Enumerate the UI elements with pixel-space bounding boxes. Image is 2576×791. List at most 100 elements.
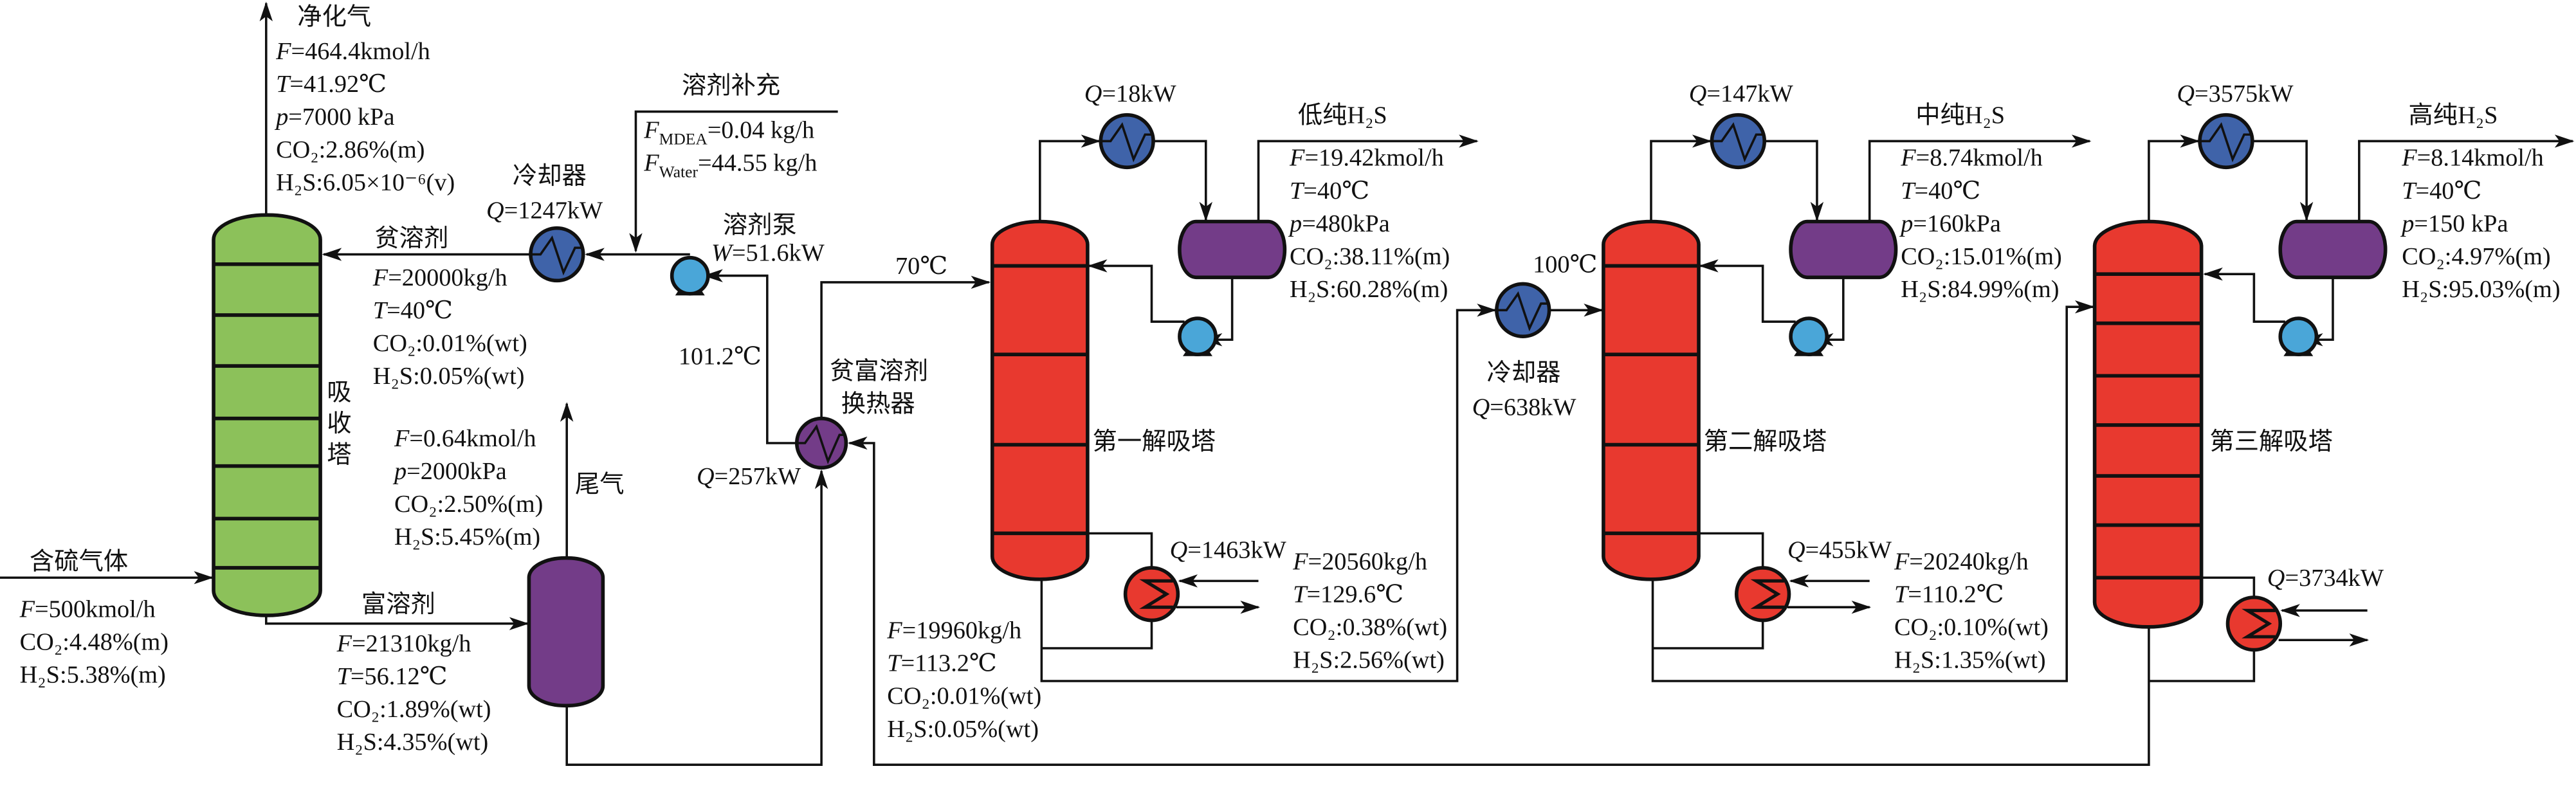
value-text: =638kW — [1490, 394, 1576, 421]
value-text: CO₂:2.86%(m) — [276, 136, 425, 163]
variable-symbol: T — [337, 663, 352, 690]
subscript: MDEA — [659, 130, 708, 149]
temp-101-label: 101.2℃ — [679, 343, 762, 370]
heat-exchanger-zigzag-icon — [531, 235, 583, 276]
cooler2-title: 冷却器 — [1487, 359, 1561, 386]
lean-solvent-title: 贫溶剂 — [374, 224, 448, 252]
s3-overhead-line: p=150 kPa — [2400, 210, 2508, 237]
value-text: =257kW — [715, 463, 801, 490]
variable-symbol: Q — [1689, 80, 1707, 107]
variable-symbol: F — [1894, 549, 1910, 576]
lean-solvent-line: F=20000kg/h — [372, 264, 507, 291]
value-text: 第二解吸塔 — [1704, 428, 1827, 455]
s1-overhead-line: T=40℃ — [1290, 177, 1369, 205]
s2-reboiler-line: Q=455kW — [1787, 537, 1892, 564]
stripper-3-reflux-pump — [2278, 316, 2319, 357]
variable-symbol: p — [1288, 210, 1302, 237]
value-text: =7000 kPa — [288, 104, 394, 131]
value-text: H₂S:1.35%(wt) — [1894, 647, 2046, 674]
s3-overhead-line: T=40℃ — [2402, 177, 2481, 205]
variable-symbol: Q — [2177, 80, 2195, 107]
s3-condenser-label: Q=3575kW — [2177, 80, 2294, 107]
s2-overhead-line: CO₂:15.01%(m) — [1901, 243, 2062, 270]
value-text: =3575kW — [2195, 80, 2294, 107]
cooler1-title: 冷却器 — [513, 163, 587, 190]
s2-reflux-line — [1699, 259, 1796, 323]
variable-symbol: Q — [1472, 394, 1490, 421]
flash-drum — [527, 556, 605, 708]
s2-name-line: 第二解吸塔 — [1704, 428, 1827, 455]
temp-101-line: 101.2℃ — [679, 343, 762, 370]
s1-overhead-line: CO₂:38.11%(m) — [1290, 243, 1450, 270]
s1-bottoms-line: F=20560kg/h — [1292, 549, 1427, 576]
cooler1-line: Q=1247kW — [486, 197, 603, 224]
s3-vapor-product-line — [2358, 134, 2575, 222]
stripper-1-reflux-drum — [1178, 219, 1287, 280]
s1-overhead-label: 低纯H₂SF=19.42kmol/hT=40℃p=480kPaCO₂:38.11… — [1288, 102, 1450, 302]
lean-solvent-line: T=40℃ — [373, 297, 453, 324]
subscript: Water — [659, 163, 699, 181]
value-text: CO₂:0.38%(wt) — [1293, 614, 1447, 641]
s2-bottoms-line — [1651, 300, 2095, 682]
stripper-3-reflux-drum — [2278, 219, 2388, 280]
variable-symbol: F — [275, 38, 291, 65]
feed-gas-line: F=500kmol/h — [19, 596, 156, 623]
solvent-pump-title: 溶剂泵 — [723, 211, 797, 239]
s2-bottoms-label: F=20240kg/hT=110.2℃CO₂:0.10%(wt)H₂S:1.35… — [1894, 549, 2049, 674]
s2-overhead-line: p=160kPa — [1899, 210, 2001, 237]
s1-overhead-line — [1039, 134, 1101, 222]
value-text: 70℃ — [895, 253, 947, 280]
value-text: =8.14kmol/h — [2417, 145, 2544, 172]
variable-symbol: F — [372, 264, 388, 291]
value-text: H₂S:95.03%(m) — [2402, 276, 2560, 303]
rich-solvent-label: 富溶剂F=21310kg/hT=56.12℃CO₂:1.89%(wt)H₂S:4… — [336, 590, 491, 756]
value-text: CO₂:0.01%(wt) — [373, 330, 527, 357]
s1-reflux-line — [1087, 259, 1185, 323]
s2-bottoms-line: CO₂:0.10%(wt) — [1894, 614, 2049, 641]
stripper-2-reflux-pump — [1789, 316, 1829, 357]
s1-lean-line: CO₂:0.01%(wt) — [887, 683, 1041, 710]
stripper-1-reflux-pump — [1178, 316, 1218, 357]
value-text: H₂S:4.35%(wt) — [337, 729, 489, 756]
stripper-2-feed-cooler — [1495, 282, 1551, 338]
rich-solvent-line: T=56.12℃ — [337, 663, 448, 690]
s1-name-line: 第一解吸塔 — [1093, 428, 1216, 455]
s2-condenser-label: Q=147kW — [1689, 80, 1794, 107]
rich-solvent-title: 富溶剂 — [361, 590, 435, 618]
lean-solvent-line: CO₂:0.01%(wt) — [373, 330, 527, 357]
variable-symbol: F — [1900, 145, 1916, 172]
lean-rich-heat-exchanger — [794, 416, 848, 470]
purified-gas-title: 净化气 — [297, 3, 371, 30]
purified-gas-line: p=7000 kPa — [274, 104, 394, 131]
value-text: 收 — [327, 410, 351, 437]
value-text: =20240kg/h — [1909, 549, 2028, 576]
tail-gas-line: F=0.64kmol/h — [394, 425, 536, 452]
cooler2-line: Q=638kW — [1472, 394, 1577, 421]
s2-condenser-line: Q=147kW — [1689, 80, 1794, 107]
value-text: CO₂:15.01%(m) — [1901, 243, 2062, 270]
s3-reboiler-line: Q=3734kW — [2267, 565, 2384, 592]
value-text: =3734kW — [2285, 565, 2384, 592]
purified-gas-line: CO₂:2.86%(m) — [276, 136, 425, 163]
value-text: CO₂:4.48%(m) — [20, 629, 169, 656]
variable-symbol: F — [643, 149, 659, 176]
s3-reboiler-loop — [2148, 576, 2256, 682]
value-text: CO₂:1.89%(wt) — [337, 696, 491, 723]
s1-bottoms-label: F=20560kg/hT=129.6℃CO₂:0.38%(wt)H₂S:2.56… — [1292, 549, 1447, 674]
variable-symbol: T — [1290, 177, 1305, 205]
s1-condensate-line — [1153, 140, 1213, 222]
variable-symbol: p — [392, 458, 406, 485]
variable-symbol: p — [2400, 210, 2414, 237]
s1-lean-line: H₂S:0.05%(wt) — [887, 716, 1039, 743]
s3-condenser-line: Q=3575kW — [2177, 80, 2294, 107]
value-text: =20000kg/h — [388, 264, 507, 291]
value-text: 吸 — [327, 379, 351, 406]
value-text: CO₂:38.11%(m) — [1290, 243, 1450, 270]
lean-return-line — [847, 436, 2150, 766]
solvent-pump — [670, 255, 710, 296]
value-text: 换热器 — [841, 391, 915, 418]
